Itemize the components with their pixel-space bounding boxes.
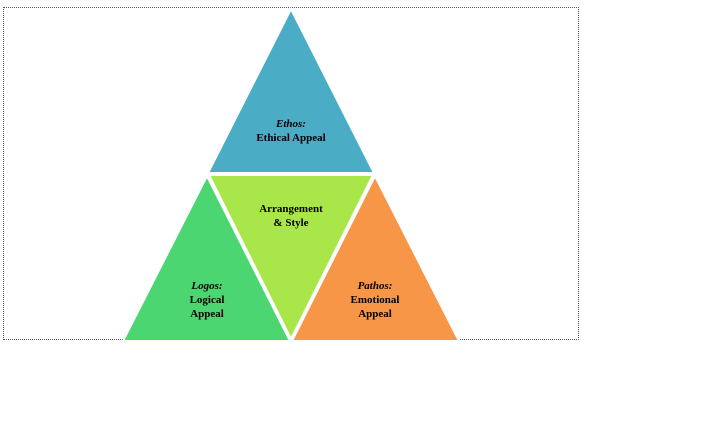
ethos-label: Ethos: Ethical Appeal	[231, 117, 351, 145]
ethos-desc: Ethical Appeal	[256, 132, 326, 144]
pathos-line2: Appeal	[358, 308, 392, 320]
logos-term: Logos:	[191, 280, 223, 292]
pathos-label: Pathos: Emotional Appeal	[315, 279, 435, 321]
ethos-triangle	[206, 6, 376, 174]
logos-line2: Appeal	[190, 308, 224, 320]
center-label: Arrangement & Style	[231, 202, 351, 230]
pathos-triangle	[290, 173, 461, 342]
logos-label: Logos: Logical Appeal	[147, 279, 267, 321]
logos-triangle	[121, 173, 292, 342]
logos-line1: Logical	[189, 294, 225, 306]
center-line1: Arrangement	[259, 203, 323, 215]
arrangement-triangle	[207, 174, 375, 342]
pathos-line1: Emotional	[350, 294, 400, 306]
ethos-term: Ethos:	[276, 118, 306, 130]
center-line2: & Style	[273, 217, 309, 229]
pathos-term: Pathos:	[357, 280, 393, 292]
